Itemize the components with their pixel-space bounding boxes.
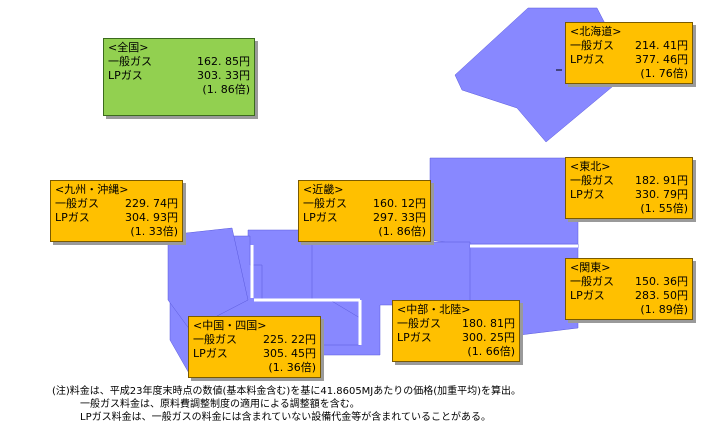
lp-gas-row: LPガス 330. 79円	[570, 188, 688, 202]
price-box-hokkaido: <北海道>一般ガス 214. 41円 LPガス 377. 46円(1. 76倍)	[565, 22, 693, 84]
footnote-line: LPガス料金は、一般ガスの料金には含まれていない設備代金等が含まれていることがあ…	[80, 412, 492, 423]
region-name: <全国>	[108, 41, 149, 54]
footnote-line: 一般ガス料金は、原料費調整制度の適用による調整額を含む。	[80, 399, 360, 410]
price-box-national: <全国>一般ガス 162. 85円 LPガス 303. 33円(1. 86倍)	[103, 38, 255, 116]
price-ratio: (1. 55倍)	[640, 202, 688, 215]
lp-gas-price: 377. 46円	[635, 53, 688, 66]
lp-gas-price: 297. 33円	[373, 211, 426, 224]
general-gas-price: 182. 91円	[635, 174, 688, 187]
price-ratio: (1. 33倍)	[130, 225, 178, 238]
region-shape-kyushu	[167, 227, 249, 331]
sea-lines	[250, 244, 578, 345]
price-ratio: (1. 76倍)	[640, 67, 688, 80]
lp-gas-label: LPガス	[570, 188, 605, 201]
price-ratio: (1. 86倍)	[378, 225, 426, 238]
general-gas-label: 一般ガス	[303, 197, 347, 210]
price-box-kanto: <関東>一般ガス 150. 36円 LPガス 283. 50円(1. 89倍)	[565, 258, 693, 320]
lp-gas-price: 305. 45円	[263, 347, 316, 360]
general-gas-price: 160. 12円	[373, 197, 426, 210]
general-gas-price: 180. 81円	[462, 317, 515, 330]
price-ratio: (1. 89倍)	[640, 303, 688, 316]
lp-gas-label: LPガス	[570, 53, 605, 66]
lp-gas-price: 300. 25円	[462, 331, 515, 344]
general-gas-row: 一般ガス 160. 12円	[303, 197, 426, 211]
price-ratio: (1. 66倍)	[467, 345, 515, 358]
footnote-line: (注)料金は、平成23年度末時点の数値(基本料金含む)を基に41.8605MJあ…	[52, 386, 522, 397]
price-box-tohoku: <東北>一般ガス 182. 91円 LPガス 330. 79円(1. 55倍)	[565, 157, 693, 219]
price-ratio: (1. 36倍)	[268, 361, 316, 374]
lp-gas-label: LPガス	[397, 331, 432, 344]
region-name: <北海道>	[570, 25, 622, 38]
region-name: <中部・北陸>	[397, 303, 471, 316]
general-gas-row: 一般ガス 150. 36円	[570, 275, 688, 289]
price-ratio: (1. 86倍)	[202, 83, 250, 96]
lp-gas-label: LPガス	[108, 69, 143, 82]
region-name: <九州・沖縄>	[55, 183, 129, 196]
lp-gas-row: LPガス 305. 45円	[193, 347, 316, 361]
lp-gas-price: 304. 93円	[125, 211, 178, 224]
general-gas-price: 150. 36円	[635, 275, 688, 288]
lp-gas-row: LPガス 300. 25円	[397, 331, 515, 345]
price-box-kinki: <近畿>一般ガス 160. 12円 LPガス 297. 33円(1. 86倍)	[298, 180, 431, 242]
general-gas-row: 一般ガス 225. 22円	[193, 333, 316, 347]
price-box-chubu: <中部・北陸>一般ガス 180. 81円 LPガス 300. 25円(1. 66倍)	[392, 300, 520, 362]
price-box-kyushu: <九州・沖縄>一般ガス 229. 74円 LPガス 304. 93円(1. 33倍)	[50, 180, 183, 242]
lp-gas-row: LPガス 283. 50円	[570, 289, 688, 303]
general-gas-row: 一般ガス 214. 41円	[570, 39, 688, 53]
lp-gas-row: LPガス 297. 33円	[303, 211, 426, 225]
general-gas-row: 一般ガス 229. 74円	[55, 197, 178, 211]
general-gas-label: 一般ガス	[397, 317, 441, 330]
general-gas-price: 229. 74円	[125, 197, 178, 210]
general-gas-label: 一般ガス	[193, 333, 237, 346]
general-gas-row: 一般ガス 182. 91円	[570, 174, 688, 188]
price-box-chugoku: <中国・四国>一般ガス 225. 22円 LPガス 305. 45円(1. 36倍)	[188, 316, 321, 378]
general-gas-label: 一般ガス	[570, 39, 614, 52]
general-gas-label: 一般ガス	[570, 275, 614, 288]
region-name: <東北>	[570, 160, 611, 173]
general-gas-price: 214. 41円	[635, 39, 688, 52]
general-gas-row: 一般ガス 162. 85円	[108, 55, 250, 69]
lp-gas-row: LPガス 303. 33円	[108, 69, 250, 83]
region-shape-tohoku	[429, 157, 579, 251]
general-gas-price: 225. 22円	[263, 333, 316, 346]
lp-gas-price: 303. 33円	[197, 69, 250, 82]
lp-gas-label: LPガス	[570, 289, 605, 302]
region-name: <関東>	[570, 261, 611, 274]
general-gas-row: 一般ガス 180. 81円	[397, 317, 515, 331]
lp-gas-price: 283. 50円	[635, 289, 688, 302]
region-name: <近畿>	[303, 183, 344, 196]
region-name: <中国・四国>	[193, 319, 267, 332]
lp-gas-label: LPガス	[193, 347, 228, 360]
lp-gas-price: 330. 79円	[635, 188, 688, 201]
general-gas-label: 一般ガス	[570, 174, 614, 187]
footnote: (注)料金は、平成23年度末時点の数値(基本料金含む)を基に41.8605MJあ…	[52, 385, 712, 424]
lp-gas-label: LPガス	[55, 211, 90, 224]
lp-gas-row: LPガス 304. 93円	[55, 211, 178, 225]
general-gas-label: 一般ガス	[55, 197, 99, 210]
lp-gas-label: LPガス	[303, 211, 338, 224]
lp-gas-row: LPガス 377. 46円	[570, 53, 688, 67]
general-gas-label: 一般ガス	[108, 55, 152, 68]
general-gas-price: 162. 85円	[197, 55, 250, 68]
